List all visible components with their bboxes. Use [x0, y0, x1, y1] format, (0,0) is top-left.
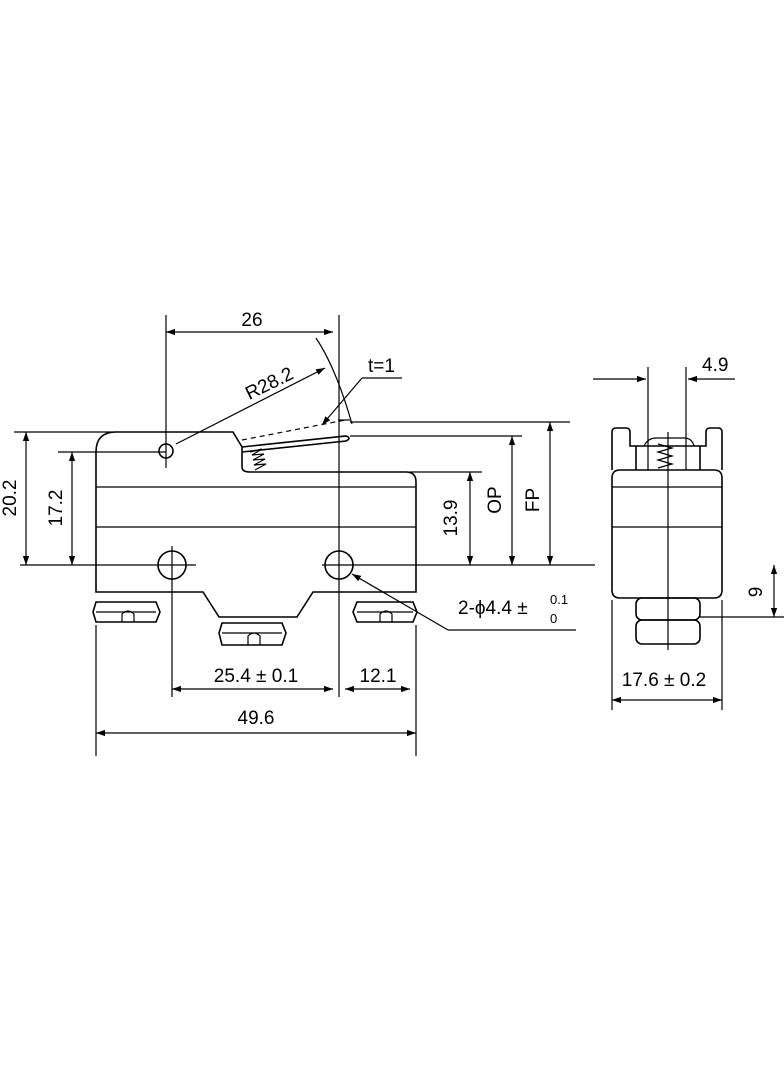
dim-hole-spacing: 25.4 ± 0.1 — [214, 666, 298, 687]
terminal-left — [92, 601, 161, 623]
dim-lever-thickness: t=1 — [368, 356, 395, 377]
dim-hole-tol-lower: 0 — [550, 611, 557, 626]
side-body — [611, 469, 723, 599]
dim-hole-edge-offset: 12.1 — [360, 666, 397, 687]
switch-body-outline — [95, 431, 417, 618]
dim-side-width: 17.6 ± 0.2 — [622, 670, 706, 691]
dim-hole-tol-upper: 0.1 — [550, 592, 568, 607]
dim-op-height-value: 13.9 — [441, 500, 462, 537]
dim-total-height: 20.2 — [0, 480, 21, 517]
side-plunger-housing — [635, 446, 701, 470]
lever-spring — [249, 448, 267, 471]
dim-hole-callout: 2-ϕ4.4 ± — [458, 598, 528, 619]
dim-op-label: OP — [485, 486, 506, 513]
dim-fp-label: FP — [523, 488, 544, 512]
lever-arm — [241, 435, 350, 453]
dim-plunger-width: 4.9 — [702, 355, 728, 376]
front-dimensions: 26 R28.2 t=1 20.2 17.2 13.9 OP FP 2-ϕ4.4 — [0, 310, 576, 756]
dim-lever-radius: R28.2 — [242, 364, 297, 405]
dim-hole-height: 9 — [746, 587, 767, 598]
dim-body-height: 17.2 — [46, 490, 67, 527]
dim-lever-distance: 26 — [241, 310, 262, 331]
terminal-right — [352, 601, 418, 623]
terminal-center — [218, 622, 287, 646]
side-spring — [655, 443, 675, 469]
dim-overall-length: 49.6 — [238, 708, 275, 729]
side-view — [611, 427, 723, 650]
side-dimensions: 4.9 9 17.6 ± 0.2 — [593, 355, 784, 710]
front-view — [20, 315, 595, 697]
